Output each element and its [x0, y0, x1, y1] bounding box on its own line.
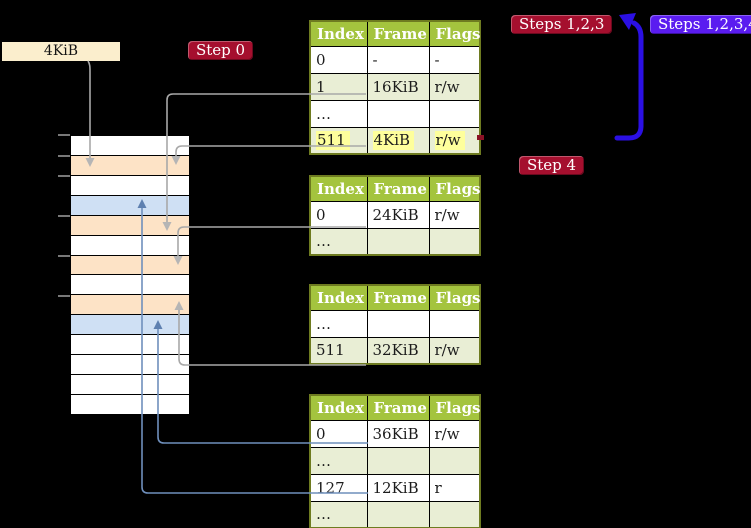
- table-row: 1 16KiB r/w: [310, 73, 480, 101]
- table-row-highlighted: 511 4KiB r/w: [310, 127, 480, 154]
- cell-frame: 24KiB: [367, 201, 430, 229]
- cell-index: 511: [310, 127, 368, 154]
- cell-flags: [429, 100, 480, 128]
- cell-flags: [429, 447, 480, 475]
- frame-row-9: [71, 294, 189, 315]
- col-frame: Frame: [367, 21, 430, 47]
- table-row: 127 12KiB r: [310, 474, 480, 502]
- frame-row-14: [71, 393, 189, 414]
- cell-flags: [429, 228, 480, 255]
- col-flags: Flags: [429, 285, 481, 311]
- cell-index: 0: [310, 201, 368, 229]
- tick-mark: [58, 175, 70, 177]
- tick-mark: [58, 134, 70, 136]
- tick-mark: [58, 155, 70, 157]
- cell-frame: 12KiB: [367, 474, 430, 502]
- cell-flags: r/w: [429, 73, 480, 101]
- third-page-table: Index Frame Flags … 511 32KiB r/w: [309, 284, 481, 365]
- cell-index: 127: [310, 474, 368, 502]
- table-row: 0 - -: [310, 46, 480, 74]
- recursive-loop-arrow: [614, 20, 644, 141]
- physical-memory-strip: [70, 135, 190, 415]
- col-flags: Flags: [429, 21, 481, 47]
- cell-index: 0: [310, 420, 368, 448]
- tick-mark: [58, 215, 70, 217]
- frame-row-10: [71, 314, 189, 335]
- cell-frame: 4KiB: [367, 127, 430, 154]
- tick-mark: [58, 255, 70, 257]
- table-header-row: Index Frame Flags: [310, 176, 481, 202]
- col-index: Index: [310, 395, 368, 421]
- cell-flags: -: [429, 46, 480, 74]
- cell-frame: [367, 100, 430, 128]
- frame-row-4: [71, 194, 189, 215]
- cell-flags: r/w: [429, 201, 480, 229]
- table-row: …: [310, 310, 480, 338]
- table-row: …: [310, 501, 480, 528]
- frame-row-11: [71, 334, 189, 355]
- col-frame: Frame: [367, 395, 430, 421]
- frame-row-3: [71, 174, 189, 195]
- cell-flags: [429, 501, 480, 528]
- cell-frame: 32KiB: [367, 337, 430, 364]
- frame-row-8: [71, 274, 189, 295]
- col-frame: Frame: [367, 285, 430, 311]
- arrowhead-upleft-icon: [619, 13, 636, 30]
- cell-index: …: [310, 100, 368, 128]
- top-page-table: Index Frame Flags 0 - - 1 16KiB r/w … 51…: [309, 20, 481, 155]
- steps-1-2-3-badge: Steps 1,2,3: [511, 15, 613, 34]
- table-header-row: Index Frame Flags: [310, 285, 481, 311]
- col-index: Index: [310, 285, 368, 311]
- cell-flags: r/w: [429, 337, 480, 364]
- highlight-mark: r/w: [434, 131, 465, 151]
- highlight-mark: 4KiB: [372, 131, 415, 151]
- col-index: Index: [310, 21, 368, 47]
- table-header-row: Index Frame Flags: [310, 21, 481, 47]
- frame-row-13: [71, 374, 189, 394]
- col-flags: Flags: [429, 395, 481, 421]
- cell-index: …: [310, 447, 368, 475]
- table-row: 0 36KiB r/w: [310, 420, 480, 448]
- table-row: 0 24KiB r/w: [310, 201, 480, 229]
- col-frame: Frame: [367, 176, 430, 202]
- cell-frame: [367, 501, 430, 528]
- steps-1-2-3-4-badge: Steps 1,2,3,4: [650, 15, 751, 34]
- col-flags: Flags: [429, 176, 481, 202]
- cell-flags: r: [429, 474, 480, 502]
- frame-row-6: [71, 234, 189, 255]
- step-0-badge: Step 0: [188, 41, 254, 60]
- frame-row-5: [71, 214, 189, 235]
- frame-row-1: [71, 136, 189, 155]
- cell-frame: -: [367, 46, 430, 74]
- table-row: …: [310, 228, 480, 255]
- cell-frame: 36KiB: [367, 420, 430, 448]
- table-row: …: [310, 447, 480, 475]
- col-index: Index: [310, 176, 368, 202]
- highlight-mark: 511: [316, 131, 350, 151]
- cell-index: 1: [310, 73, 368, 101]
- frame-row-7: [71, 254, 189, 275]
- frame-size-label: 4KiB: [2, 42, 120, 61]
- cell-frame: [367, 310, 430, 338]
- table-row: 511 32KiB r/w: [310, 337, 480, 364]
- cell-frame: 16KiB: [367, 73, 430, 101]
- cell-flags: r/w: [429, 420, 480, 448]
- cell-index: …: [310, 501, 368, 528]
- step-4-badge: Step 4: [519, 156, 585, 175]
- cell-frame: [367, 228, 430, 255]
- bottom-page-table: Index Frame Flags 0 36KiB r/w … 127 12Ki…: [309, 394, 481, 528]
- cell-flags: [429, 310, 480, 338]
- table-row: …: [310, 100, 480, 128]
- cell-flags: r/w: [429, 127, 480, 154]
- tick-mark: [58, 295, 70, 297]
- cell-index: 0: [310, 46, 368, 74]
- cell-index: …: [310, 228, 368, 255]
- table-header-row: Index Frame Flags: [310, 395, 481, 421]
- cell-index: 511: [310, 337, 368, 364]
- frame-row-2: [71, 154, 189, 175]
- cell-frame: [367, 447, 430, 475]
- cell-index: …: [310, 310, 368, 338]
- second-page-table: Index Frame Flags 0 24KiB r/w …: [309, 175, 481, 256]
- frame-row-12: [71, 354, 189, 375]
